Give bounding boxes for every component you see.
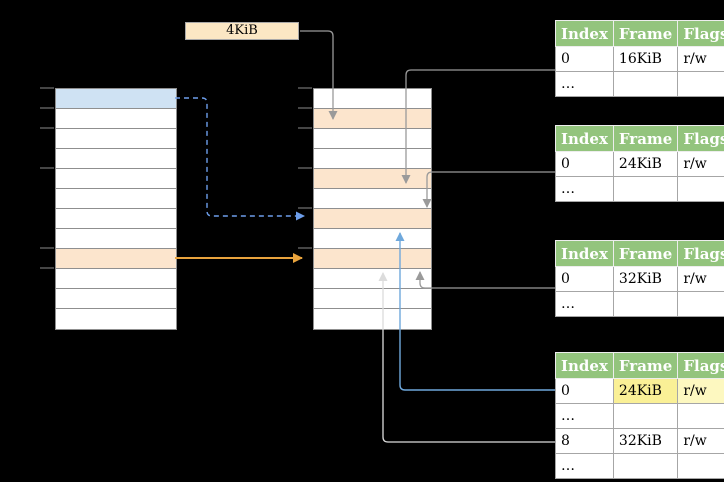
virtual-page-cell xyxy=(56,309,176,329)
cell-flags xyxy=(677,453,724,479)
cell-index: 0 xyxy=(555,378,614,404)
virtual-page-cell xyxy=(56,229,176,249)
page-table-3: Index Frame Flags 0 32KiB r/w … xyxy=(555,240,724,317)
header-flags: Flags xyxy=(677,20,724,47)
physical-memory-column xyxy=(313,88,432,330)
physical-frame-cell xyxy=(314,189,431,209)
table-row: … xyxy=(555,291,724,317)
physical-frame-cell xyxy=(314,89,431,109)
header-flags: Flags xyxy=(677,352,724,379)
cell-index: 0 xyxy=(555,266,614,292)
virtual-page-cell xyxy=(56,189,176,209)
cell-flags: r/w xyxy=(677,428,724,454)
cell-index: 8 xyxy=(555,428,614,454)
virtual-page-cell xyxy=(56,109,176,129)
cell-flags xyxy=(677,403,724,429)
cell-index: … xyxy=(555,176,614,202)
table-row: 0 16KiB r/w xyxy=(555,46,724,72)
cell-index: 0 xyxy=(555,46,614,72)
header-index: Index xyxy=(555,125,614,152)
virtual-page-cell xyxy=(56,129,176,149)
table-header-row: Index Frame Flags xyxy=(555,240,724,267)
page-table-frame-cell xyxy=(314,109,431,129)
cell-index: … xyxy=(555,403,614,429)
table-row: … xyxy=(555,71,724,97)
header-index: Index xyxy=(555,20,614,47)
virtual-blue-page-arrow xyxy=(175,97,305,221)
physical-frame-cell xyxy=(314,269,431,289)
physical-frame-cell xyxy=(314,229,431,249)
physical-frame-cell xyxy=(314,149,431,169)
cell-index: … xyxy=(555,291,614,317)
table2-pointer-arrow xyxy=(422,171,555,208)
cell-frame: 32KiB xyxy=(612,428,679,454)
page-size-label: 4KiB xyxy=(185,22,299,40)
header-frame: Frame xyxy=(612,20,679,47)
cell-frame-highlighted: 24KiB xyxy=(612,378,679,404)
virtual-page-cell xyxy=(56,209,176,229)
header-flags: Flags xyxy=(677,125,724,152)
table-row: 0 32KiB r/w xyxy=(555,266,724,292)
header-frame: Frame xyxy=(612,240,679,267)
cell-flags: r/w xyxy=(677,46,724,72)
virtual-page-cell xyxy=(56,149,176,169)
page-table-1: Index Frame Flags 0 16KiB r/w … xyxy=(555,20,724,97)
table-row: 0 24KiB r/w xyxy=(555,151,724,177)
cell-frame xyxy=(612,453,679,479)
cell-frame xyxy=(612,403,679,429)
table-row: … xyxy=(555,453,724,479)
page-table-4: Index Frame Flags 0 24KiB r/w … 8 32KiB … xyxy=(555,352,724,479)
virtual-page-cell-blue xyxy=(56,89,176,109)
cell-flags xyxy=(677,176,724,202)
cell-flags-highlighted: r/w xyxy=(677,378,724,404)
address-ticks-left xyxy=(40,87,54,269)
physical-frame-cell xyxy=(314,129,431,149)
physical-frame-cell xyxy=(314,289,431,309)
header-flags: Flags xyxy=(677,240,724,267)
cell-index: … xyxy=(555,71,614,97)
header-frame: Frame xyxy=(612,352,679,379)
cell-frame: 24KiB xyxy=(612,151,679,177)
virtual-page-cell xyxy=(56,289,176,309)
table-header-row: Index Frame Flags xyxy=(555,125,724,152)
header-frame: Frame xyxy=(612,125,679,152)
page-table-2: Index Frame Flags 0 24KiB r/w … xyxy=(555,125,724,202)
cell-frame: 32KiB xyxy=(612,266,679,292)
table-row-highlighted: 0 24KiB r/w xyxy=(555,378,724,404)
cell-flags: r/w xyxy=(677,151,724,177)
header-index: Index xyxy=(555,240,614,267)
address-ticks-middle xyxy=(298,87,312,249)
virtual-page-cell-orange xyxy=(56,249,176,269)
table-header-row: Index Frame Flags xyxy=(555,352,724,379)
table3-pointer-arrow xyxy=(415,271,555,289)
physical-frame-cell xyxy=(314,309,431,329)
cell-flags: r/w xyxy=(677,266,724,292)
cell-index: 0 xyxy=(555,151,614,177)
cell-flags xyxy=(677,71,724,97)
cell-frame: 16KiB xyxy=(612,46,679,72)
virtual-memory-column xyxy=(55,88,177,330)
page-table-frame-cell xyxy=(314,249,431,269)
cell-frame xyxy=(612,291,679,317)
cell-flags xyxy=(677,291,724,317)
cell-frame xyxy=(612,71,679,97)
page-table-frame-cell xyxy=(314,209,431,229)
table-row: … xyxy=(555,403,724,429)
cell-frame xyxy=(612,176,679,202)
table-row: 8 32KiB r/w xyxy=(555,428,724,454)
table-row: … xyxy=(555,176,724,202)
page-table-frame-cell xyxy=(314,169,431,189)
virtual-page-cell xyxy=(56,169,176,189)
virtual-page-cell xyxy=(56,269,176,289)
table-header-row: Index Frame Flags xyxy=(555,20,724,47)
header-index: Index xyxy=(555,352,614,379)
cell-index: … xyxy=(555,453,614,479)
